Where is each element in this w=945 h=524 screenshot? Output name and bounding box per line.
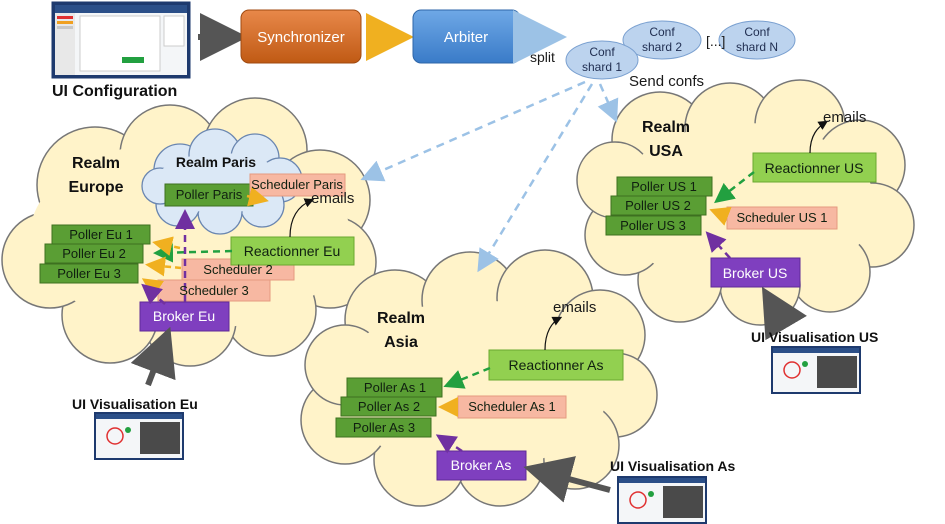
realm-usa-title-2: USA [649, 143, 683, 160]
poller-us-3-label: Poller US 3 [620, 218, 686, 233]
reactionner-as-label: Reactionner As [509, 357, 604, 373]
reactionner-as [488, 349, 624, 381]
dispatch-arrow-usa [597, 83, 619, 123]
shard-1-line1: Conf [589, 45, 615, 59]
shard-n-line1: Conf [744, 25, 770, 39]
reactionner-to-pollers-us [714, 171, 755, 204]
poller-as-1-label: Poller As 1 [364, 380, 426, 395]
send-confs-label: Send confs [629, 73, 704, 90]
poller-as-2 [340, 396, 437, 417]
yellow-arrow-eu-1 [152, 236, 181, 256]
dispatch-arrow-europe [360, 80, 586, 182]
poller-us-1-label: Poller US 1 [631, 179, 697, 194]
broker-us [710, 257, 801, 288]
shard-2 [622, 20, 702, 60]
yellow-arrow-eu-2 [145, 256, 182, 277]
scheduler-as-1 [457, 395, 567, 419]
yellow-arrow-paris [246, 186, 269, 207]
poller-eu-2-label: Poller Eu 2 [62, 246, 126, 261]
reactionner-eu [230, 236, 355, 266]
broker-as-label: Broker As [451, 457, 512, 473]
shard-n-line2: shard N [736, 40, 778, 54]
emails-arrow-us [809, 120, 829, 154]
ui-visualisation-eu-label: UI Visualisation Eu [72, 396, 198, 412]
shard-ellipsis: [...] [706, 33, 725, 49]
scheduler-paris-label: Scheduler Paris [251, 177, 343, 192]
reactionner-eu-label: Reactionner Eu [244, 243, 341, 259]
realm-asia-title-2: Asia [384, 334, 418, 351]
synchronizer-box [240, 9, 362, 64]
shard-2-line2: shard 2 [642, 40, 682, 54]
poller-as-3-label: Poller As 3 [353, 420, 415, 435]
ui-visualisation-us-label: UI Visualisation US [751, 329, 878, 345]
shard-1 [565, 40, 639, 80]
yellow-arrow-us [709, 207, 732, 226]
emails-arrow-eu [289, 198, 315, 238]
broker-as [436, 450, 527, 481]
scheduler-paris [249, 173, 346, 197]
poller-paris-label: Poller Paris [176, 187, 243, 202]
reactionner-us [752, 152, 877, 183]
usa-components [605, 152, 877, 288]
emails-as-label: emails [553, 299, 596, 316]
emails-arrow-as [544, 316, 563, 351]
scheduler-us-1-label: Scheduler US 1 [736, 210, 827, 225]
ui-visualisation-as-screenshot [617, 476, 707, 524]
dispatch-arrow-asia [477, 83, 594, 273]
realm-europe-title-2: Europe [68, 179, 123, 196]
ui-visualisation-eu-screenshot [94, 412, 184, 460]
arrow-ui-as [523, 456, 611, 503]
europe-components [39, 224, 355, 332]
scheduler-3-label: Scheduler 3 [179, 283, 248, 298]
poller-eu-3-label: Poller Eu 3 [57, 266, 121, 281]
realm-usa-title-1: Realm [642, 119, 690, 136]
poller-eu-2 [44, 243, 144, 264]
ui-configuration-label: UI Configuration [52, 83, 177, 100]
reactionner-to-pollers-as [443, 366, 491, 389]
poller-us-2-label: Poller US 2 [625, 198, 691, 213]
asia-components [335, 349, 624, 481]
realm-europe-title-1: Realm [72, 155, 120, 172]
scheduler-as-1-label: Scheduler As 1 [468, 399, 555, 414]
ui-visualisation-as-label: UI Visualisation As [610, 458, 735, 474]
broker-to-pollers-as [435, 434, 463, 454]
shard-n [718, 20, 796, 60]
synchronizer-label: Synchronizer [257, 29, 345, 46]
emails-us-label: emails [823, 109, 866, 126]
broker-eu-label: Broker Eu [153, 308, 215, 324]
ui-visualisation-us-screenshot [771, 346, 861, 394]
shard-1-line2: shard 1 [582, 60, 622, 74]
ui-configuration-screenshot [51, 1, 191, 79]
broker-eu [139, 301, 230, 332]
poller-us-2 [610, 195, 707, 216]
emails-eu-label: emails [311, 190, 354, 207]
split-label: split [530, 49, 555, 65]
poller-as-3 [335, 417, 432, 438]
poller-eu-3 [39, 263, 139, 284]
arbiter-label: Arbiter [444, 29, 488, 46]
arrow-ui-eu [130, 326, 176, 387]
shard-2-line1: Conf [649, 25, 675, 39]
paris-components [164, 173, 346, 207]
reactionner-us-label: Reactionner US [765, 160, 864, 176]
scheduler-2-label: Scheduler 2 [203, 262, 272, 277]
poller-as-2-label: Poller As 2 [358, 399, 420, 414]
realm-asia-title-1: Realm [377, 310, 425, 327]
realm-paris-title: Realm Paris [176, 154, 256, 170]
arrow-ui-us [761, 286, 807, 341]
broker-us-label: Broker US [723, 265, 788, 281]
broker-to-pollers-us [705, 231, 731, 259]
broker-to-pollers-eu [141, 283, 166, 305]
poller-us-3 [605, 215, 702, 236]
poller-eu-1-label: Poller Eu 1 [69, 227, 133, 242]
